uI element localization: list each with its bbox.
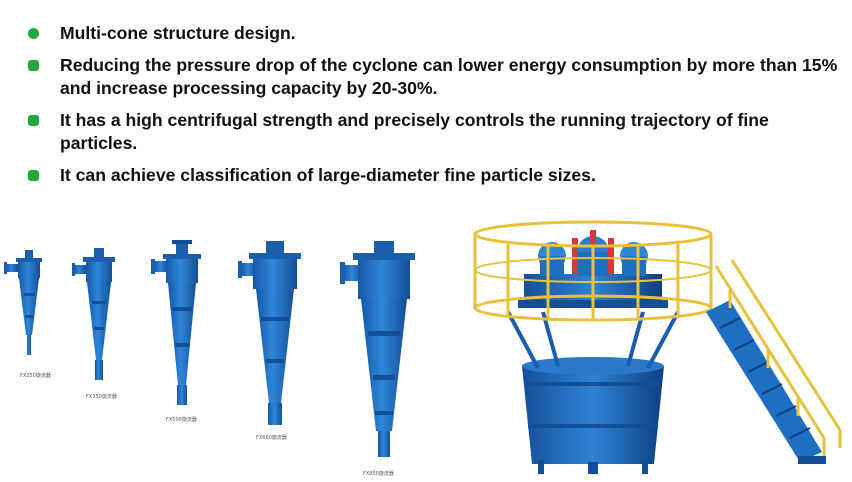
cyclone-model-5 xyxy=(340,241,415,457)
bullet-icon xyxy=(28,28,39,39)
bullet-icon xyxy=(28,60,39,71)
support-legs xyxy=(506,311,680,369)
tank-base xyxy=(522,357,664,474)
cyclone-station-image xyxy=(468,216,846,478)
feature-item: It can achieve classification of large-d… xyxy=(26,164,846,187)
feature-text: It has a high centrifugal strength and p… xyxy=(60,110,769,153)
model-caption: FX350旋流器 xyxy=(86,393,117,400)
feature-text: Multi-cone structure design. xyxy=(60,23,296,43)
bullet-icon xyxy=(28,115,39,126)
platform-railing xyxy=(473,220,713,322)
model-caption: FX250旋流器 xyxy=(20,372,51,379)
feature-item: Reducing the pressure drop of the cyclon… xyxy=(26,54,846,100)
feature-text: Reducing the pressure drop of the cyclon… xyxy=(60,55,838,98)
model-caption: FX500旋流器 xyxy=(166,416,197,423)
cyclone-model-1 xyxy=(4,250,42,355)
cyclone-lineup-image: FX250旋流器 FX350旋流器 FX500旋流器 xyxy=(4,240,415,477)
feature-list: Multi-cone structure design. Reducing th… xyxy=(26,22,846,196)
bullet-icon xyxy=(28,170,39,181)
model-caption: FX660旋流器 xyxy=(256,434,287,441)
staircase xyxy=(706,259,842,464)
model-caption: FX850旋流器 xyxy=(363,470,394,477)
cyclone-model-4 xyxy=(238,241,301,425)
feature-text: It can achieve classification of large-d… xyxy=(60,165,596,185)
cyclone-model-2 xyxy=(72,248,115,380)
feature-item: It has a high centrifugal strength and p… xyxy=(26,109,846,155)
cyclone-model-3 xyxy=(151,240,201,405)
feature-item: Multi-cone structure design. xyxy=(26,22,846,45)
